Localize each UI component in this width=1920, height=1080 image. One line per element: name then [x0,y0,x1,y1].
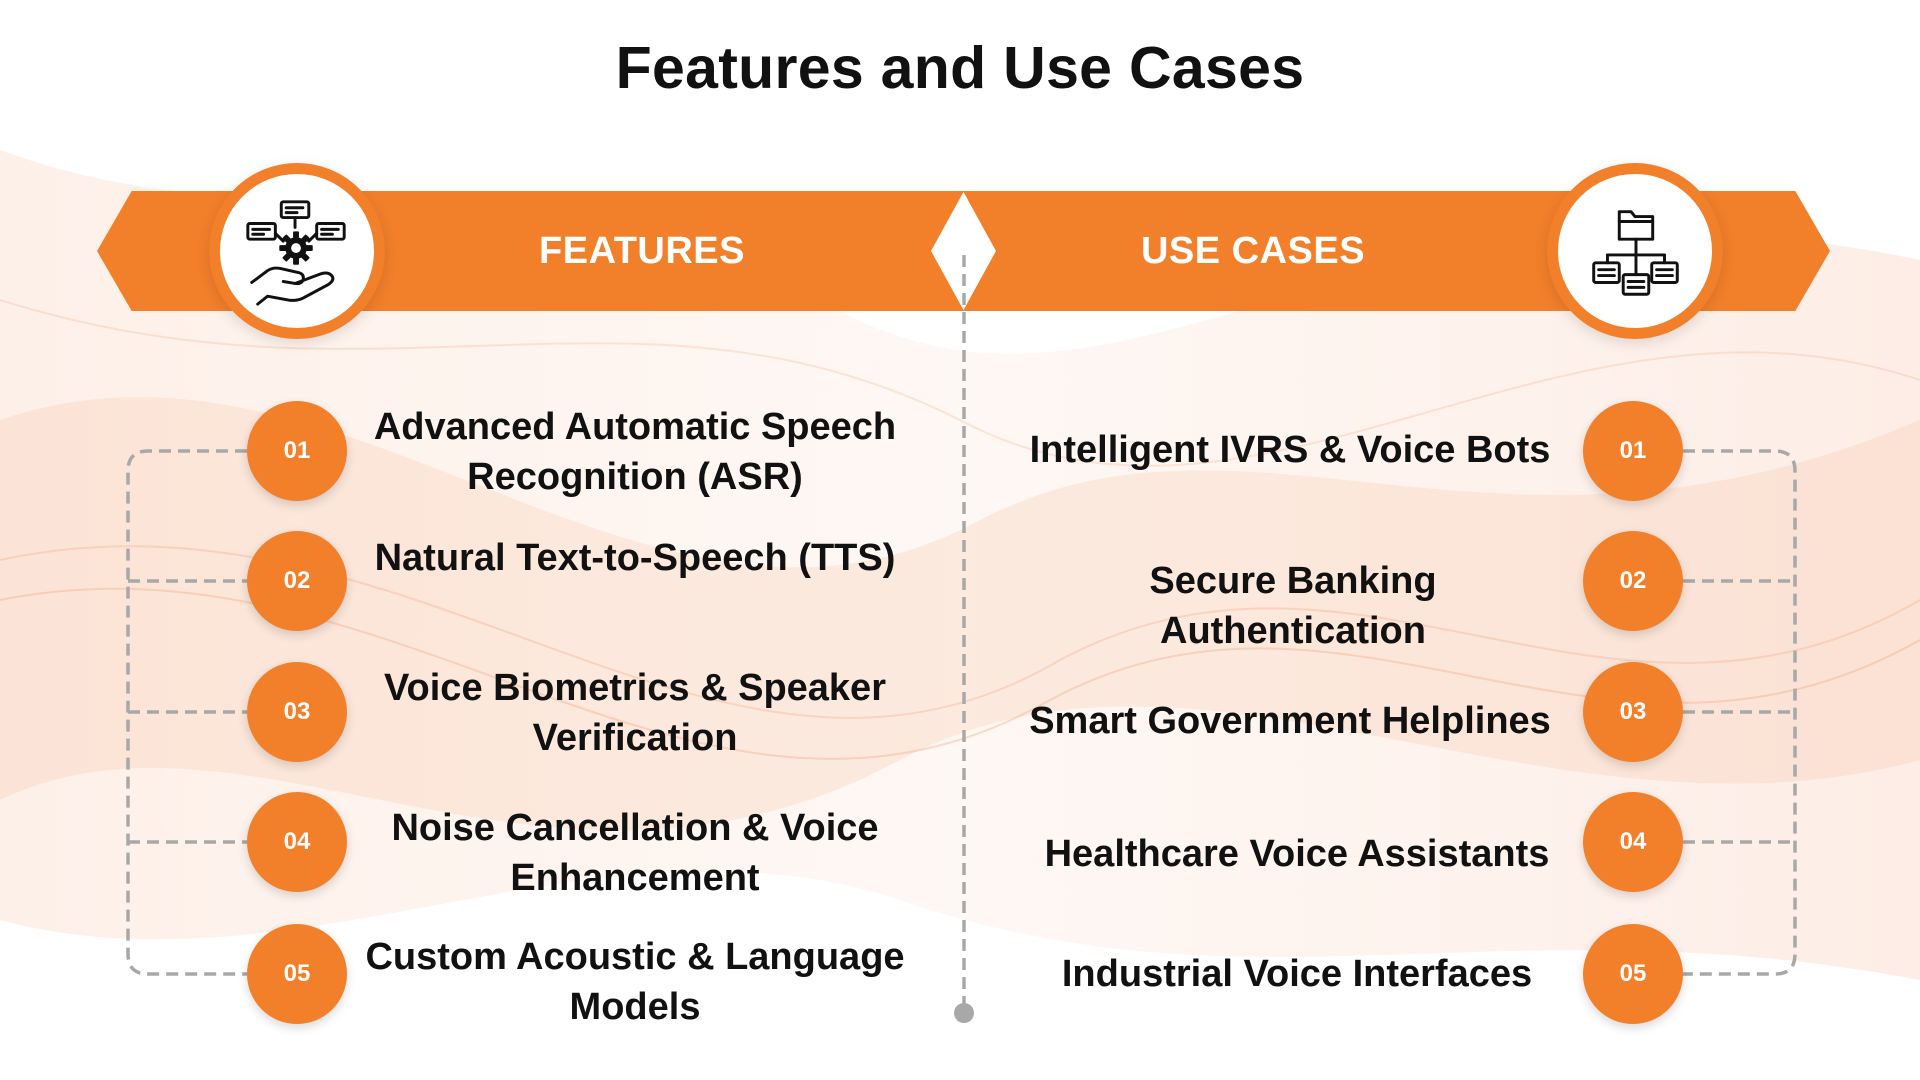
features-label: FEATURES [539,230,745,272]
hand-gear-network-icon [246,200,346,306]
features-item-5-badge: 05 [247,924,347,1024]
features-item-2-text: Natural Text-to-Speech (TTS) [374,537,896,579]
use-cases-item-4-badge: 04 [1583,792,1683,892]
use-cases-label: USE CASES [1140,230,1366,272]
features-item-2-badge: 02 [247,531,347,631]
use-cases-item-3-badge: 03 [1583,662,1683,762]
use-cases-item-5-text: Industrial Voice Interfaces [1061,953,1533,995]
features-icon-circle [209,163,385,339]
use-cases-item-5-badge: 05 [1583,924,1683,1024]
features-item-4-badge: 04 [247,792,347,892]
folder-hierarchy-icon [1592,210,1679,296]
features-item-1-text: Advanced Automatic Speech Recognition (A… [373,406,897,498]
features-item-1-badge: 01 [247,401,347,501]
use-cases-item-4-text: Healthcare Voice Assistants [1044,833,1550,875]
features-item-5-text: Custom Acoustic & Language Models [365,936,905,1028]
use-cases-item-3-text: Smart Government Helplines [1029,700,1551,742]
use-cases-item-1-text: Intelligent IVRS & Voice Bots [1029,429,1551,471]
use-cases-item-2-badge: 02 [1583,531,1683,631]
features-item-3-badge: 03 [247,662,347,762]
use-cases-item-1-badge: 01 [1583,401,1683,501]
use-cases-icon-circle [1547,163,1723,339]
features-item-3-text: Voice Biometrics & Speaker Verification [384,667,886,759]
features-item-4-text: Noise Cancellation & Voice Enhancement [391,807,879,899]
use-cases-item-2-text: Secure Banking Authentication [1149,560,1437,652]
page-title: Features and Use Cases [615,35,1305,101]
